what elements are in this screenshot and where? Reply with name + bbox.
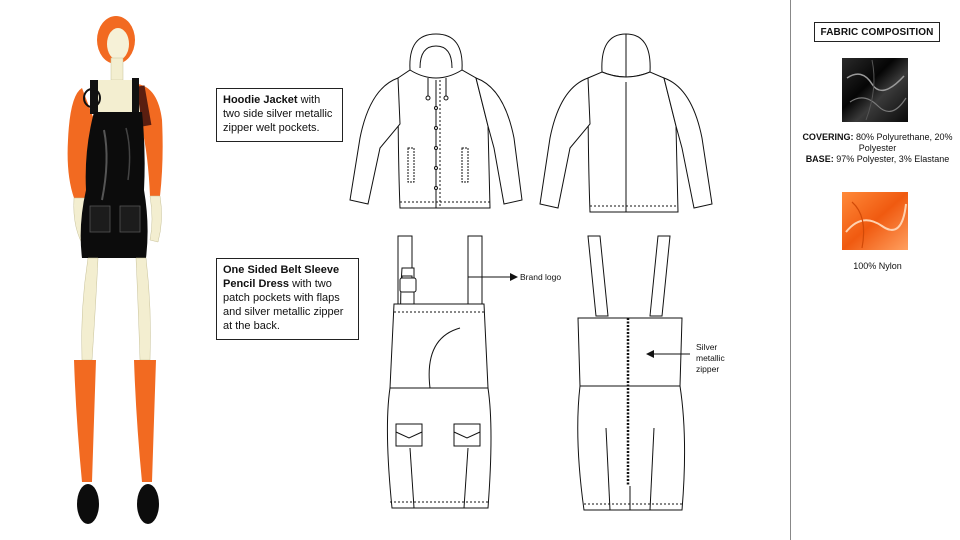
hoodie-title: Hoodie Jacket [223,94,298,106]
orange-fabric-composition: 100% Nylon [853,261,902,271]
left-orange-sock [74,360,96,482]
fashion-figure-illustration [67,16,163,524]
zipper-arrow [646,350,690,358]
dress-title: One Sided Belt Sleeve Pencil Dress [223,264,340,290]
panel-divider [790,0,791,540]
belt-buckle [399,277,417,293]
right-orange-sock [134,360,156,482]
hoodie-description-box: Hoodie Jacket with two side silver metal… [216,88,343,142]
dress-description: with two patch pockets with flaps and si… [223,278,344,332]
brand-logo-label: Brand logo [520,272,562,282]
zipper-label: Silver metallic zipper [696,342,725,374]
black-vinyl-dress [80,112,148,258]
dress-back-flat-sketch [577,235,686,511]
fabric-composition-heading: FABRIC COMPOSITION [814,22,940,42]
dress-description-box: One Sided Belt Sleeve Pencil Dress with … [216,258,359,340]
hoodie-description: with two side silver metallic zipper wel… [223,94,333,134]
hoodie-front-flat-sketch [349,33,523,209]
left-shoe [77,484,99,524]
right-shoe [137,484,159,524]
right-zipper-welt-pocket [461,147,469,183]
figure-face [107,28,129,60]
left-mesh-sleeve [67,88,98,198]
left-zipper-welt-pocket [407,147,415,183]
hoodie-back-flat-sketch [539,33,713,213]
black-fabric-composition: COVERING: 80% Polyurethane, 20% Polyeste… [802,132,953,164]
dress-front-flat-sketch [386,235,492,509]
orange-nylon-swatch [842,192,908,250]
brand-logo-arrow [468,273,518,281]
black-vinyl-swatch [842,58,908,122]
